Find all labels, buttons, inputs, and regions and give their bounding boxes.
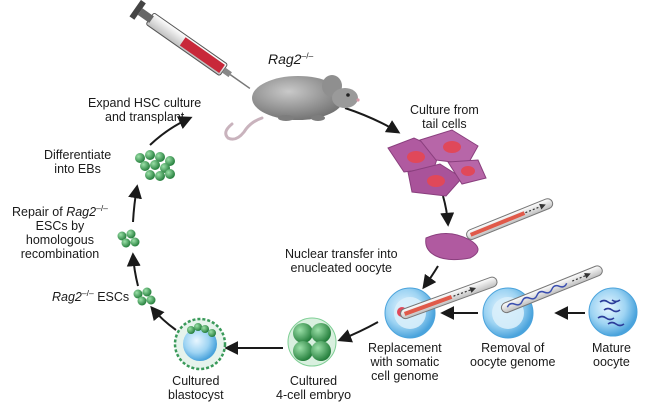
label-text: ESCs: [93, 290, 130, 304]
label-line: oocyte genome: [470, 355, 556, 369]
mouse-icon: [224, 75, 360, 141]
arrow-replacement-to-embryo: [337, 321, 379, 343]
gene-name: Rag2: [268, 51, 302, 67]
pipette-icon: [500, 265, 603, 314]
label-line: Differentiate: [44, 148, 112, 162]
arrow-repair-to-ebs: [128, 184, 142, 223]
label-line: into EBs: [54, 162, 101, 176]
label-line: Cultured: [289, 374, 338, 388]
gene-name: Rag2: [66, 205, 97, 219]
arrow-ebs-to-transplant: [149, 116, 193, 146]
label-line: Expand HSC culture: [88, 96, 202, 110]
four-cell-embryo-icon: [287, 317, 337, 367]
label-text: Repair of: [12, 205, 67, 219]
label-line: 4-cell embryo: [276, 388, 352, 402]
label-line: Nuclear transfer into: [285, 247, 398, 261]
label-line: Repair of Rag2–/–: [12, 202, 108, 219]
label-line: ESCs by: [35, 219, 85, 233]
label-line: blastocyst: [168, 388, 224, 402]
esc-cluster-icon: [133, 287, 156, 306]
label-line: tail cells: [422, 117, 467, 131]
arrow-blastocyst-to-escs: [150, 305, 177, 331]
arrow-mouse-to-culture: [344, 107, 401, 134]
gene-name: Rag2: [52, 290, 82, 304]
label-escs: Rag2–/– ESCs: [52, 287, 130, 304]
label-differentiate: Differentiate into EBs: [44, 148, 111, 176]
label-repair: Repair of Rag2–/– ESCs by homologous rec…: [12, 202, 108, 261]
pipette-icon: [466, 198, 554, 240]
oocyte-icon: [588, 287, 638, 337]
label-blastocyst: Cultured blastocyst: [168, 374, 224, 402]
arrow-culture-to-cell: [440, 195, 455, 227]
label-mature: Mature oocyte: [592, 341, 631, 369]
label-line: oocyte: [593, 355, 630, 369]
syringe-icon: [129, 0, 251, 90]
label-removal: Removal of oocyte genome: [470, 341, 555, 369]
label-line: Replacement: [368, 341, 442, 355]
label-line: Cultured: [172, 374, 220, 388]
esc-cluster-icon: [117, 229, 140, 248]
label-expand-hsc: Expand HSC culture and transplant: [88, 96, 201, 124]
single-cell-icon: [425, 233, 479, 261]
pipette-icon: [400, 276, 498, 320]
blastocyst-icon: [173, 317, 227, 371]
label-line: enucleated oocyte: [290, 261, 393, 275]
genotype-superscript: –/–: [301, 50, 314, 61]
label-line: Culture from: [410, 103, 479, 117]
label-line: Mature: [592, 341, 631, 355]
cycle-arrows: [126, 107, 585, 355]
label-line: and transplant: [105, 110, 185, 124]
label-replacement: Replacement with somatic cell genome: [368, 341, 442, 383]
label-line: homologous: [25, 233, 95, 247]
label-culture-tail: Culture from tail cells: [410, 103, 479, 131]
label-line: recombination: [20, 247, 100, 261]
label-line: Removal of: [481, 341, 545, 355]
label-rag2-mouse: Rag2–/–: [268, 50, 314, 67]
genotype-superscript: –/–: [96, 202, 108, 213]
label-embryo: Cultured 4-cell embryo: [276, 374, 351, 402]
genotype-superscript: –/–: [81, 287, 94, 298]
label-nuclear-transfer: Nuclear transfer into enucleated oocyte: [285, 247, 398, 275]
arrow-escs-to-repair: [126, 252, 141, 287]
label-line: cell genome: [371, 369, 439, 383]
tail-cells-icon: [387, 129, 487, 197]
arrow-cell-to-oocyte: [422, 265, 439, 290]
label-line: with somatic: [370, 355, 440, 369]
embryoid-body-icon: [135, 150, 175, 181]
